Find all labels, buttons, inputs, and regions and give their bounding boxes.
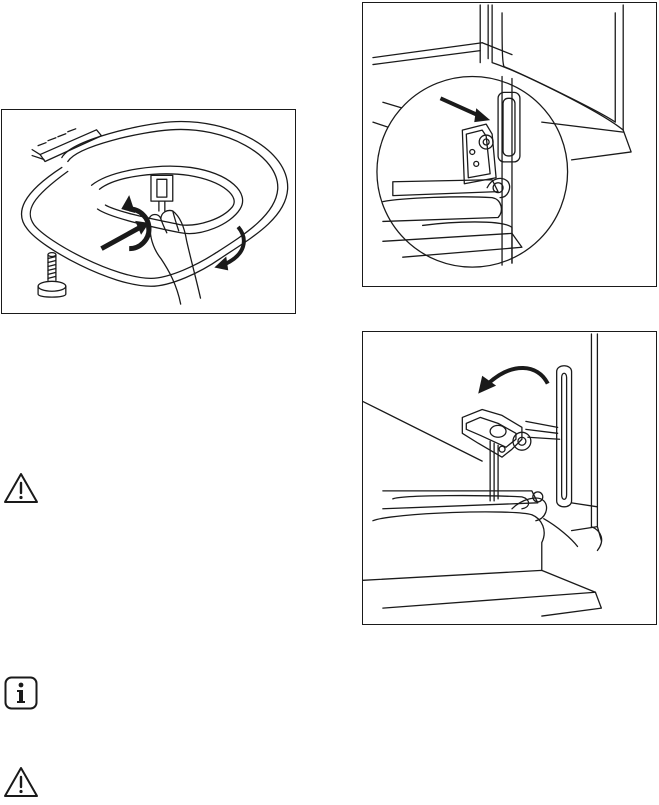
figure-heating-element	[1, 109, 296, 314]
warning-triangle-icon	[3, 472, 39, 504]
figure-hinge-rotate	[362, 331, 657, 625]
hinge-rotate-illustration	[363, 332, 656, 624]
heating-element-illustration	[2, 110, 295, 313]
warning-triangle-icon	[3, 766, 39, 798]
figure-door-hinge-arrow	[362, 2, 657, 287]
information-icon	[4, 676, 38, 710]
door-hinge-illustration	[363, 3, 656, 286]
